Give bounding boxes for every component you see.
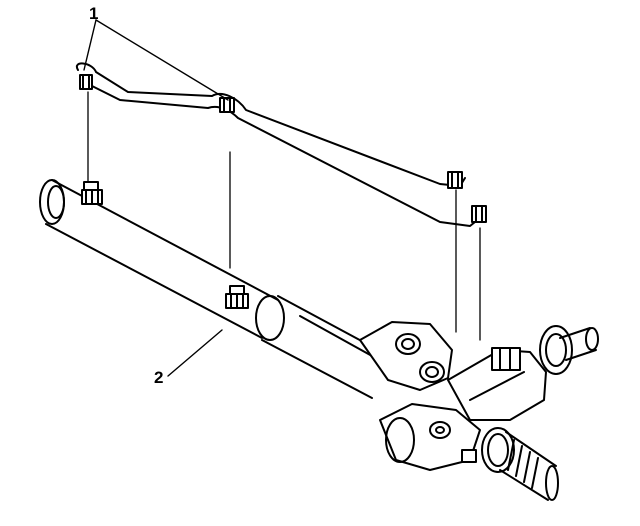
callout-label-2: 2 <box>154 368 164 387</box>
pipe-fitting-3 <box>447 171 463 189</box>
pipe-fitting-1 <box>79 74 93 90</box>
mounting-bushing-lower <box>419 361 445 383</box>
transfer-pipe-inner <box>79 79 481 227</box>
adjuster-nut <box>461 449 477 463</box>
pipe-fitting-4 <box>471 205 487 223</box>
transfer-pipe-outer <box>75 62 466 187</box>
mounting-bracket <box>359 321 453 391</box>
cylinder-port-middle <box>225 285 249 309</box>
assembly-guide-lines <box>87 91 481 341</box>
rack-boot-area <box>379 403 481 471</box>
housing-end-cap <box>39 179 65 225</box>
mounting-bushing-upper <box>395 333 421 355</box>
pinion-input-shaft <box>539 325 599 375</box>
inner-tie-rod-end <box>481 427 559 501</box>
callout-2-leader <box>167 329 223 377</box>
pipe-assembly <box>75 62 487 227</box>
pipe-fitting-2 <box>219 97 235 113</box>
housing-cylinder <box>45 179 279 339</box>
callout-1-leaders <box>83 19 229 101</box>
steering-gear-rack-housing <box>39 179 599 501</box>
callout-label-1: 1 <box>89 4 99 23</box>
cylinder-port-left <box>81 181 103 205</box>
valve-housing <box>447 347 547 421</box>
